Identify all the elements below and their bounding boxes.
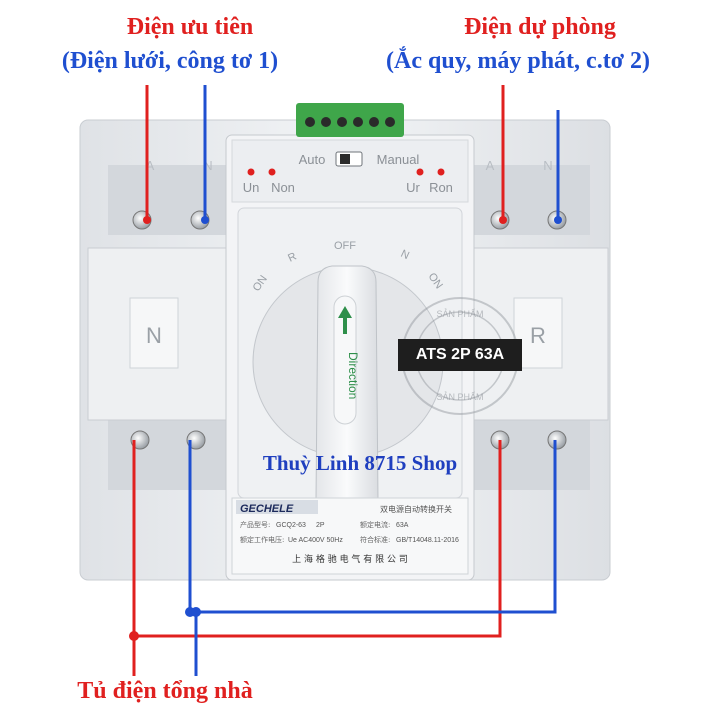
left-module [87,247,229,421]
output-blue-wire [188,440,557,614]
right-window [513,297,563,369]
control-terminal-screws [305,117,395,127]
bottom-right-terminal-bay [470,420,590,490]
bottom-left-terminal-bay [108,420,236,490]
auto-label: Auto [299,152,326,167]
left-window-label: N [146,323,162,348]
standard-label: 符合标准: [360,535,390,544]
manual-label: Manual [377,152,420,167]
main-panel-caption: Tủ điện tổng nhà [77,678,253,704]
un-label: Un [243,180,260,195]
terminal-label-a-right: A [486,158,495,173]
model-value: GCQ2-63 [276,522,306,529]
manufacturer-label: 上 海 格 驰 电 气 有 限 公 司 [292,553,408,565]
top-left-terminal-bay [108,165,236,235]
ur-led [416,168,424,176]
non-label: Non [271,180,295,195]
dial-label-off: OFF [334,240,356,252]
priority-power-title: Điện ưu tiên [126,14,254,40]
right-window-label: R [530,323,546,348]
direction-strip [333,295,357,425]
control-terminal-block [296,103,404,137]
standard-value: GB/T14048.11-2016 [396,537,459,544]
product-badge: ATS 2P 63A [398,339,522,371]
priority-power-subtitle: (Điện lưới, công tơ 1) [61,48,279,74]
non-led [268,168,276,176]
un-led [247,168,255,176]
ur-label: Ur [406,180,420,195]
watermark-bottom-text: SẢN PHẨM [436,392,484,402]
backup-power-title: Điện dự phòng [464,14,616,40]
output-red-wire [132,440,502,638]
voltage-value: Ue AC400V 50Hz [288,537,343,544]
rated-current-label: 额定电流: [360,520,390,529]
model-label: 产品型号: [240,520,270,529]
shop-name: Thuỳ Linh 8715 Shop [262,451,458,475]
type-cn: 双电源自动转换开关 [380,504,452,514]
backup-power-subtitle: (Ắc quy, máy phát, c.tơ 2) [386,48,650,74]
brand-label: GECHELE [240,503,294,515]
terminal-label-a-left: A [146,158,155,173]
ron-label: Ron [429,180,453,195]
top-right-terminal-bay [470,165,590,235]
voltage-label: 额定工作电压: [240,535,284,544]
direction-label: Direction [346,352,360,399]
left-window [129,297,179,369]
watermark-top-text: SẢN PHẨM [436,309,484,319]
direction-arrow-icon [338,306,352,334]
terminal-label-n-left: N [203,158,212,173]
ron-led [437,168,445,176]
terminal-label-n-right: N [543,158,552,173]
poles-value: 2P [316,522,325,529]
rated-current-value: 63A [396,522,409,529]
